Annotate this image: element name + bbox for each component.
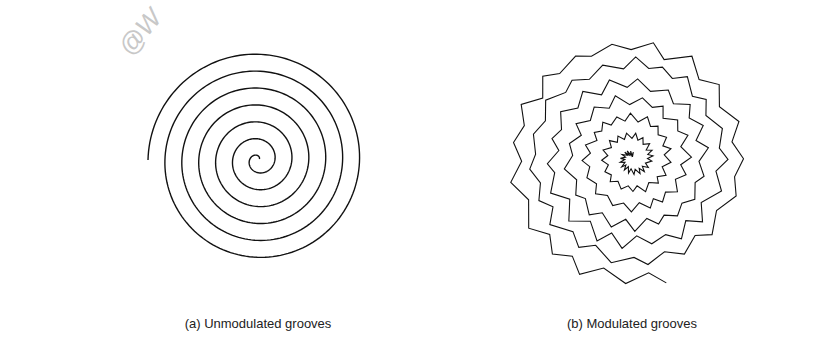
figure-caption: (b) Modulated grooves bbox=[567, 316, 697, 331]
modulated-spiral bbox=[511, 43, 744, 284]
unmodulated-spiral bbox=[148, 54, 360, 257]
figure-caption: (a) Unmodulated grooves bbox=[185, 316, 332, 331]
watermark: @W bbox=[112, 3, 168, 62]
